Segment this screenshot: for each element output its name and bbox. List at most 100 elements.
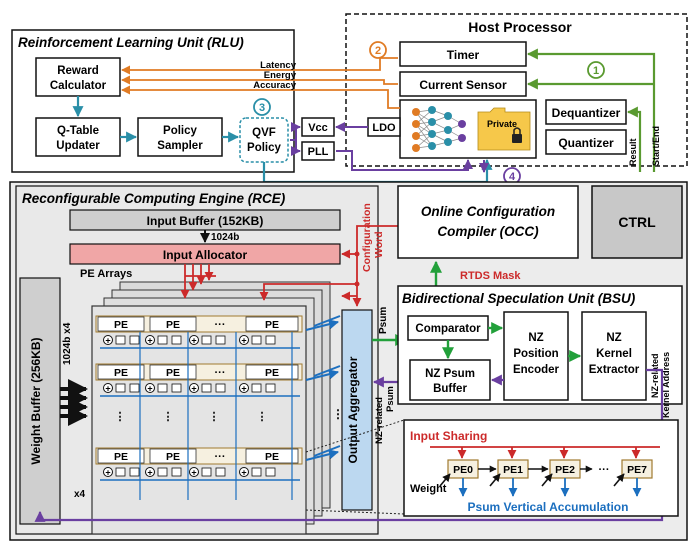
svg-text:4: 4 xyxy=(509,171,516,183)
config-word-lines xyxy=(259,225,400,307)
pe-arrays-label: PE Arrays xyxy=(80,268,132,280)
occ-line1: Online Configuration xyxy=(421,204,555,219)
policy-sampler-line1: Policy xyxy=(163,125,197,137)
register-icon xyxy=(115,467,126,477)
marker-2: 2 xyxy=(369,41,387,59)
qvf-line1: QVF xyxy=(252,127,276,139)
register-icon xyxy=(265,335,276,345)
svg-text:1: 1 xyxy=(593,65,599,77)
kernel-address-return-path xyxy=(34,368,664,522)
adder-icon xyxy=(239,383,249,393)
pe-cell xyxy=(245,364,299,380)
qtable-line1: Q-Table xyxy=(57,125,99,137)
plus-icon: + xyxy=(191,468,196,478)
pe-cell xyxy=(97,364,145,380)
qtable-line2: Updater xyxy=(56,140,100,152)
reward-calculator-box xyxy=(35,57,121,97)
result-label: Result xyxy=(628,138,638,166)
register-icon xyxy=(157,467,168,477)
pe-dots: ··· xyxy=(215,451,226,463)
detail-pe-label: PE7 xyxy=(627,464,647,476)
zoom-lines xyxy=(305,419,405,515)
register-icon xyxy=(201,335,212,345)
nz-kernel-line1: NZ xyxy=(606,332,621,344)
marker-1: 1 xyxy=(587,61,605,79)
plus-icon: + xyxy=(241,336,246,346)
register-icon xyxy=(251,383,262,393)
adder-icon xyxy=(239,335,249,345)
ctrl-box xyxy=(591,185,683,259)
pe-label: PE xyxy=(265,319,279,331)
plus-icon: + xyxy=(191,384,196,394)
pe-label: PE xyxy=(166,367,180,379)
detail-pe-label: PE1 xyxy=(503,464,523,476)
adder-icon xyxy=(145,467,155,477)
register-icon xyxy=(215,335,226,345)
pe-cell xyxy=(149,316,197,332)
start-end-label: Start/End xyxy=(651,126,661,166)
adder-icon xyxy=(145,383,155,393)
vertical-dots: ⋮ xyxy=(209,411,220,423)
ctrl-label: CTRL xyxy=(618,214,656,230)
host-title: Host Processor xyxy=(468,19,572,35)
timer-box xyxy=(399,41,527,67)
rtds-label: RTDS Mask xyxy=(460,270,521,282)
private-folder-icon xyxy=(477,107,531,151)
nz-kernel-addr-line1: NZ-related xyxy=(650,353,660,398)
pe-label: PE xyxy=(114,451,128,463)
rlu-orange-signals xyxy=(121,57,400,109)
register-icon xyxy=(129,467,140,477)
nz-psum-buffer-line2: Buffer xyxy=(433,383,467,395)
input-buffer-label: Input Buffer (152KB) xyxy=(147,214,264,228)
vertical-dots: ⋮ xyxy=(257,411,268,423)
pe-dots: ··· xyxy=(215,367,226,379)
dequantizer-label: Dequantizer xyxy=(552,106,621,120)
pe-label: PE xyxy=(114,367,128,379)
pll-box xyxy=(301,141,335,161)
qvf-policy-box xyxy=(239,117,289,163)
register-icon xyxy=(115,335,126,345)
plus-icon: + xyxy=(105,336,110,346)
input-sharing-label: Input Sharing xyxy=(410,429,487,443)
register-icon xyxy=(201,383,212,393)
input-allocator-label: Input Allocator xyxy=(163,248,248,262)
pe-dots: ··· xyxy=(215,319,226,331)
bus-top-label: 1024b xyxy=(211,232,239,243)
weight-bus-arrows xyxy=(60,379,88,426)
nz-psum-buffer-box xyxy=(409,359,491,401)
plus-icon: + xyxy=(241,468,246,478)
occ-line2: Compiler (OCC) xyxy=(437,224,539,239)
aggregator-dots: ⋮ xyxy=(332,407,344,421)
weight-buffer-box xyxy=(19,277,61,525)
pe-label: PE xyxy=(166,451,180,463)
detail-dots: ··· xyxy=(599,464,610,476)
bsu-green-flow xyxy=(442,322,582,362)
psum-acc-label: Psum Vertical Accumulation xyxy=(468,500,629,514)
plus-icon: + xyxy=(147,336,152,346)
pe-label: PE xyxy=(166,319,180,331)
register-icon xyxy=(201,467,212,477)
qvf-line2: Policy xyxy=(247,142,281,154)
register-icon xyxy=(265,383,276,393)
pe-label: PE xyxy=(265,367,279,379)
pe-label: PE xyxy=(265,451,279,463)
nz-kernel-addr-line2: Kernel Address xyxy=(661,352,671,418)
vcc-box xyxy=(301,117,335,137)
weight-arrow xyxy=(541,473,553,487)
config-word-line1: Configuration xyxy=(361,203,373,272)
register-icon xyxy=(215,383,226,393)
accuracy-label: Accuracy xyxy=(253,80,296,91)
marker-3: 3 xyxy=(253,98,271,116)
reward-calc-line2: Calculator xyxy=(50,80,107,92)
adder-icon xyxy=(189,335,199,345)
plus-icon: + xyxy=(147,384,152,394)
vertical-dots: ⋮ xyxy=(115,411,126,423)
current-sensor-label: Current Sensor xyxy=(419,78,507,92)
adder-icon xyxy=(189,467,199,477)
register-icon xyxy=(115,383,126,393)
dequantizer-box xyxy=(545,99,627,125)
output-aggregator-box xyxy=(341,309,373,511)
